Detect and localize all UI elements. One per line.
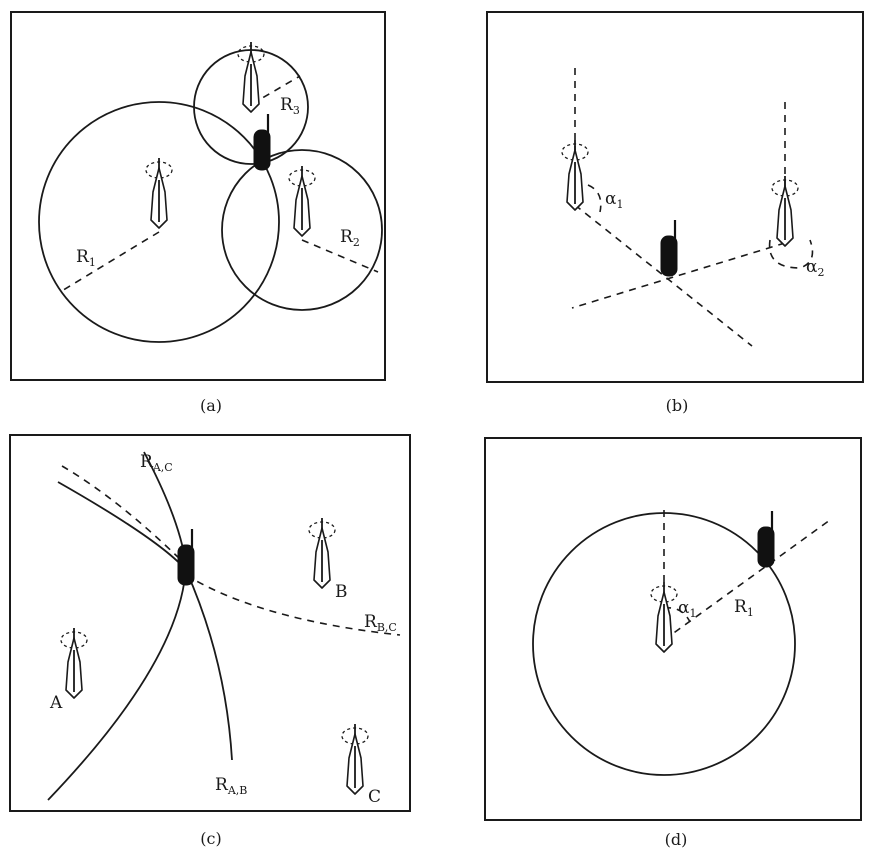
label-r2: R2: [340, 227, 360, 249]
circle-r1: [38, 101, 280, 343]
radius-r1: [59, 231, 160, 293]
label-alpha2: α2: [806, 257, 824, 279]
label-r1: R1: [76, 247, 96, 269]
tower-icon-a: [60, 627, 88, 699]
label-r3: R3: [280, 95, 300, 117]
label-bs-c: C: [368, 787, 381, 807]
panel-a-frame: [10, 11, 386, 381]
panel-d-frame: [484, 437, 862, 821]
angle-arc-2: [768, 239, 814, 269]
tower-icon: [288, 165, 316, 237]
mobile-phone-icon: [659, 218, 679, 278]
tower-icon: [561, 139, 589, 211]
radius-r3: [251, 75, 301, 105]
panel-d: α1 R1 (d): [484, 437, 862, 849]
tower-icon-c: [341, 723, 369, 795]
label-r-bc: RB,C: [364, 612, 397, 634]
caption-a: (a): [200, 396, 222, 415]
tower-icon: [771, 175, 799, 247]
hyperbola-r-ab: [57, 481, 233, 761]
tower-icon-b: [308, 517, 336, 589]
panel-a: R1 R2 R3 (a): [10, 11, 386, 415]
bearing-line-2: [571, 242, 786, 309]
radius-r1-bearing: [663, 519, 831, 641]
angle-arc-1: [587, 184, 602, 213]
label-alpha1: α1: [678, 598, 696, 620]
bearing-line-1: [574, 204, 753, 347]
tower-icon: [237, 41, 265, 113]
panel-b-frame: [486, 11, 864, 383]
panel-b: α1 α2 (b): [486, 11, 864, 415]
label-bs-a: A: [49, 693, 63, 713]
label-r1: R1: [734, 597, 754, 619]
mobile-phone-icon: [252, 112, 272, 172]
caption-d: (d): [665, 830, 688, 849]
mobile-phone-icon: [756, 509, 776, 569]
label-alpha1: α1: [605, 189, 623, 211]
panel-c-frame: [9, 434, 411, 812]
label-r-ab: RA,B: [215, 775, 247, 797]
label-r-ac: RA,C: [140, 452, 173, 474]
caption-c: (c): [200, 829, 221, 848]
panel-c: RA,C RB,C RA,B A B C (c): [9, 434, 411, 848]
label-bs-b: B: [335, 582, 348, 602]
tower-icon: [650, 581, 678, 653]
radius-r2: [301, 239, 379, 273]
hyperbola-r-ac-extension: [61, 465, 187, 566]
tower-icon: [145, 157, 173, 229]
caption-b: (b): [666, 396, 689, 415]
circle-r2: [221, 149, 383, 311]
